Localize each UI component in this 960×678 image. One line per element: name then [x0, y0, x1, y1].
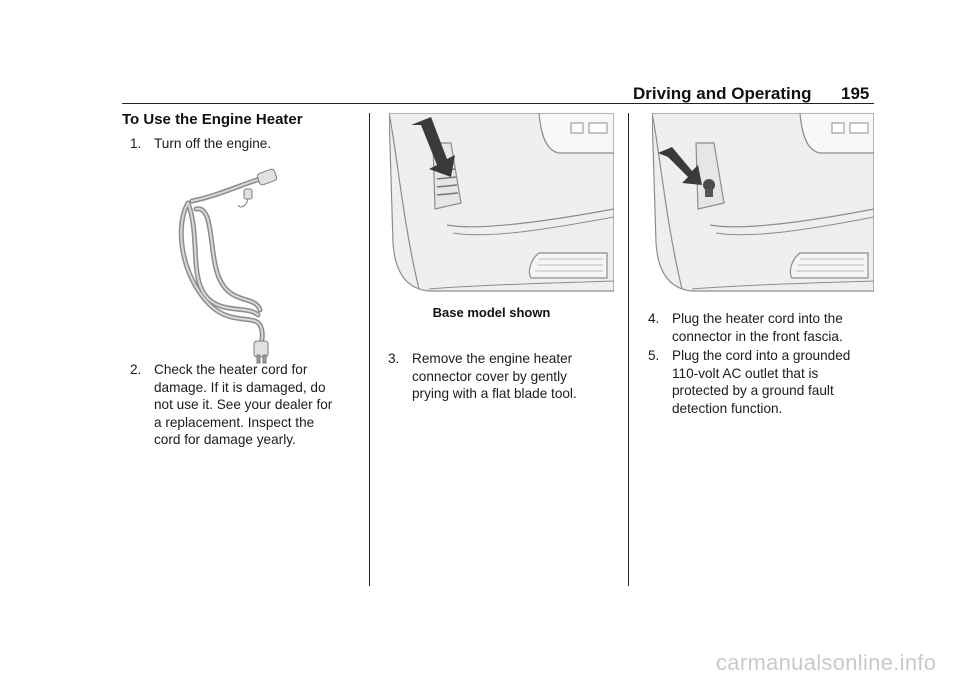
step-text: Check the heater cord for damage. If it …	[154, 361, 332, 449]
step-line: cord for damage yearly.	[154, 432, 296, 447]
step-line: Plug the heater cord into the	[672, 311, 843, 326]
step-line: protected by a ground fault	[672, 383, 834, 398]
step-line: not use it. See your dealer for	[154, 397, 333, 412]
step-line: a replacement. Inspect the	[154, 414, 315, 430]
step-line: connector cover by gently	[412, 368, 567, 384]
step-text: Turn off the engine.	[154, 136, 272, 151]
watermark: carmanualsonline.info	[716, 650, 937, 675]
step-number: 2.	[130, 362, 142, 377]
step-line: damage. If it is damaged, do	[154, 379, 326, 395]
step-text: Remove the engine heater connector cover…	[412, 350, 577, 403]
step-4: 4. Plug the heater cord into the connect…	[648, 310, 874, 348]
step-line: connector in the front fascia.	[672, 328, 843, 344]
step-line: prying with a flat blade tool.	[412, 386, 577, 401]
step-text: Plug the heater cord into the connector …	[672, 310, 843, 345]
fascia-illustration-connector	[652, 113, 874, 293]
step-number: 4.	[648, 311, 660, 326]
column-divider-1	[369, 113, 370, 586]
step-line: Remove the engine heater	[412, 351, 573, 366]
step-text: Plug the cord into a grounded 110-volt A…	[672, 347, 850, 417]
header-divider	[122, 103, 874, 104]
step-line: Plug the cord into a grounded	[672, 348, 851, 363]
step-5: 5. Plug the cord into a grounded 110-vol…	[648, 347, 874, 421]
figure-caption: Base model shown	[432, 305, 551, 320]
section-heading: To Use the Engine Heater	[122, 111, 303, 128]
step-2: 2. Check the heater cord for damage. If …	[130, 361, 365, 451]
fascia-illustration-base	[389, 113, 614, 293]
step-number: 5.	[648, 348, 660, 363]
step-line: detection function.	[672, 400, 783, 416]
step-line: 110-volt AC outlet that is	[672, 365, 819, 381]
step-number: 3.	[388, 351, 400, 366]
step-1: 1. Turn off the engine.	[130, 135, 365, 155]
page-number: 195	[841, 84, 870, 103]
heater-cord-illustration	[160, 165, 290, 365]
section-title: Driving and Operating	[633, 84, 812, 103]
step-number: 1.	[130, 136, 142, 151]
step-3: 3. Remove the engine heater connector co…	[388, 350, 623, 406]
step-line: Check the heater cord for	[154, 362, 308, 377]
column-divider-2	[628, 113, 629, 586]
